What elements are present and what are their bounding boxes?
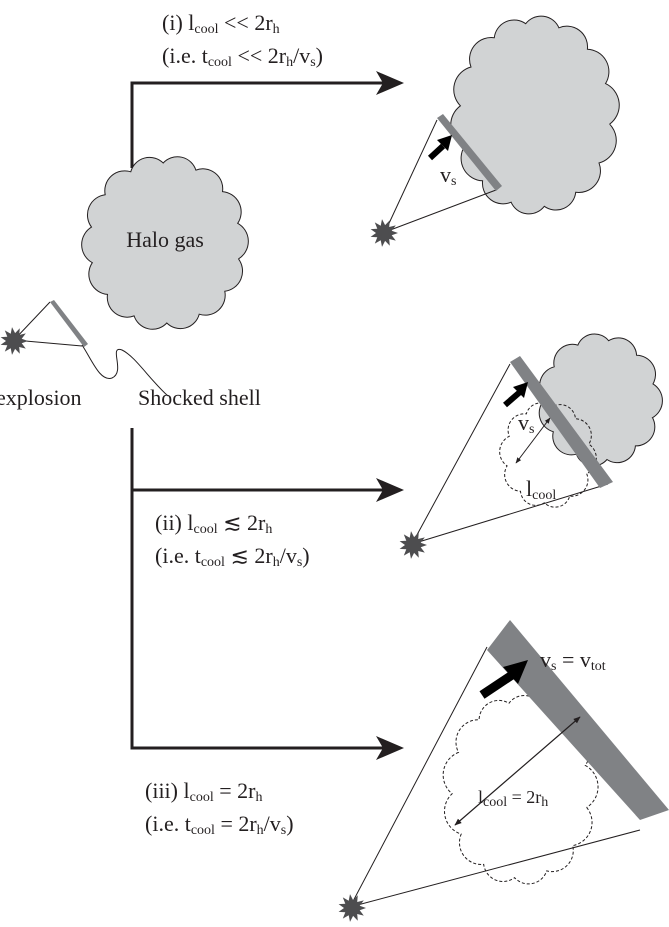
subscript: h: [273, 555, 280, 570]
subscript: cool: [483, 795, 507, 810]
subscript: tot: [591, 659, 606, 674]
halo-gas-cloud: [81, 156, 249, 330]
text-segment: v: [518, 410, 529, 435]
cone-case-1: [384, 114, 502, 233]
text-segment: = 2r: [214, 778, 256, 803]
text-segment: (iii) l: [145, 778, 190, 803]
text-segment: = 2r: [507, 787, 541, 807]
flow-arrows-case-2-3: [130, 428, 404, 760]
text-segment: l: [478, 787, 483, 807]
subscript: s: [529, 422, 534, 437]
subscript: s: [297, 555, 302, 570]
text-segment: << 2r: [232, 43, 287, 68]
text-segment: ): [302, 543, 309, 568]
subscript: s: [451, 174, 456, 189]
dashed-cooled-cloud: [499, 402, 597, 508]
text-segment: /v: [280, 543, 297, 568]
halo-gas-label: Halo gas: [126, 227, 204, 252]
explosion-icon: [370, 219, 398, 247]
shocked-shell-label: Shocked shell: [138, 385, 261, 410]
lcool-2rh-double-arrow: [454, 716, 581, 826]
vs-vtot-label: vs = vtot: [540, 647, 606, 674]
subscript: cool: [191, 823, 215, 838]
subscript: s: [310, 55, 315, 70]
subscript: h: [286, 55, 293, 70]
case-3-timescale: (i.e. tcool = 2rh/vs): [145, 811, 294, 838]
text-segment: (i.e. t: [155, 543, 201, 568]
subscript: h: [265, 522, 272, 537]
subscript: cool: [201, 555, 225, 570]
case-3-condition: (iii) lcool = 2rh: [145, 778, 262, 805]
subscript: s: [281, 823, 286, 838]
explosion-icon: [0, 327, 28, 355]
explosion-label: explosion: [0, 385, 82, 410]
subscript: h: [541, 795, 548, 810]
text-segment: /v: [264, 811, 281, 836]
text-segment: << 2r: [219, 10, 274, 35]
text-segment: = v: [556, 647, 590, 672]
text-segment: l: [526, 476, 532, 501]
flow-arrow-case-1: [130, 71, 404, 168]
text-segment: = 2r: [215, 811, 257, 836]
explosion-icon: [338, 894, 366, 922]
explosion-icon: [399, 531, 427, 559]
shell-pointer-line: [81, 344, 169, 397]
subscript: cool: [194, 522, 218, 537]
halo-cloud-case-1: [450, 15, 620, 215]
subscript: h: [273, 22, 280, 37]
cone-case-3: [349, 620, 669, 908]
text-segment: (i.e. t: [162, 43, 208, 68]
text-segment: v: [440, 162, 451, 187]
text-segment: (ii) l: [155, 510, 194, 535]
text-segment: /v: [293, 43, 310, 68]
lcool-label-case-2: lcool: [526, 476, 556, 503]
subscript: cool: [194, 22, 218, 37]
text-segment: v: [540, 647, 551, 672]
subscript: h: [255, 790, 262, 805]
text-segment: ): [286, 811, 293, 836]
subscript: cool: [208, 55, 232, 70]
text-segment: (i.e. t: [145, 811, 191, 836]
text-segment: ≲ 2r: [218, 510, 266, 535]
case-1-condition: (i) lcool << 2rh: [162, 10, 280, 37]
case-1-timescale: (i.e. tcool << 2rh/vs): [162, 43, 323, 70]
cone-case-2: [411, 356, 613, 545]
text-segment: ≲ 2r: [225, 543, 273, 568]
vs-label-case-2: vs: [518, 410, 534, 437]
case-2-condition: (ii) lcool ≲ 2rh: [155, 510, 272, 537]
subscript: cool: [190, 790, 214, 805]
lcool-2rh-label: lcool = 2rh: [478, 787, 548, 810]
vs-label-case-1: vs: [440, 162, 456, 189]
subscript: s: [551, 659, 556, 674]
initial-cone: [13, 300, 169, 397]
lcool-double-arrow: [515, 417, 551, 464]
subscript: cool: [532, 488, 556, 503]
text-segment: ): [316, 43, 323, 68]
subscript: h: [257, 823, 264, 838]
text-segment: (i) l: [162, 10, 194, 35]
case-2-timescale: (i.e. tcool ≲ 2rh/vs): [155, 543, 310, 570]
halo-cloud-case-2: [538, 333, 663, 467]
